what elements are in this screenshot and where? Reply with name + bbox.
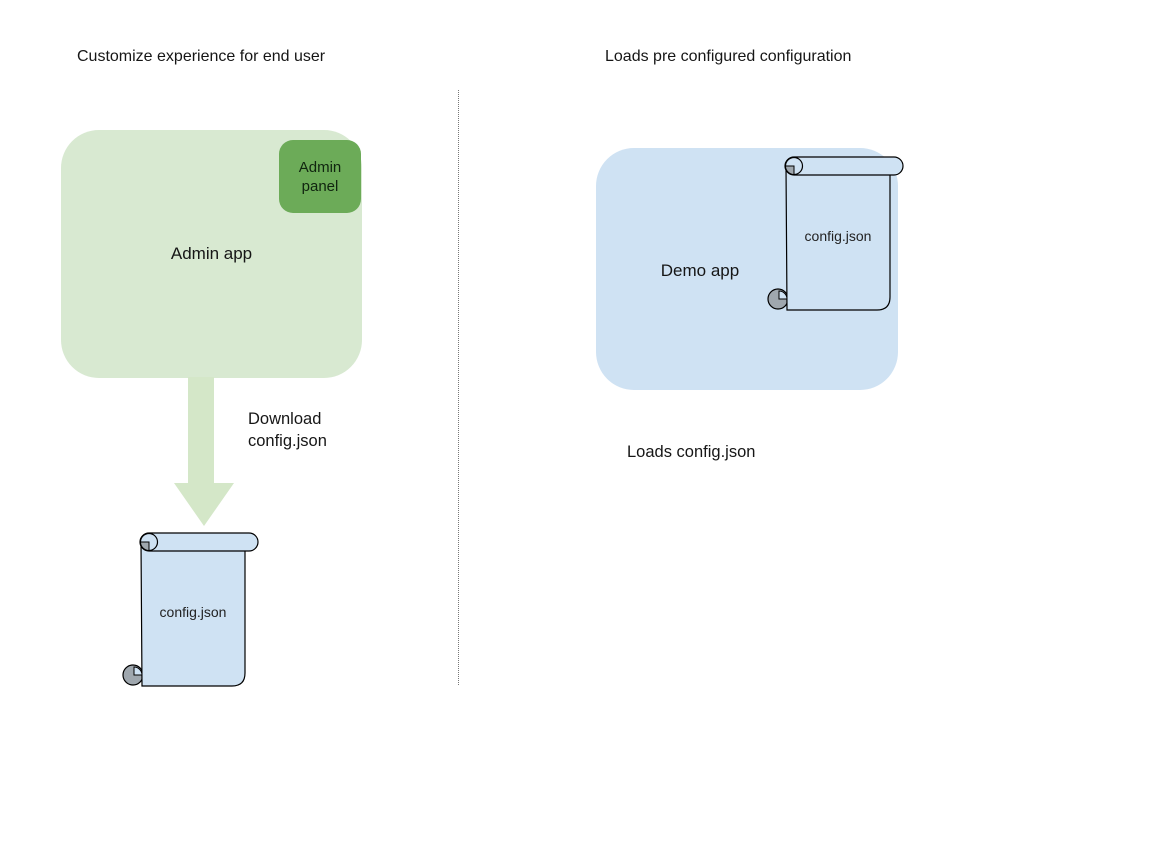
right-section-title: Loads pre configured configuration: [605, 48, 852, 65]
download-config-label-line1: Download: [248, 410, 322, 428]
scroll-body: [140, 541, 246, 687]
section-divider: [458, 90, 459, 685]
admin-app-label: Admin app: [170, 244, 253, 263]
download-config-label: Download config.json: [248, 408, 327, 452]
loads-config-caption: Loads config.json: [627, 443, 756, 461]
config-json-scroll-icon: [767, 156, 904, 311]
download-config-label-line2: config.json: [248, 432, 327, 450]
admin-panel-box: Admin panel: [279, 140, 361, 213]
left-section-title: Customize experience for end user: [77, 48, 326, 65]
arrow-shape: [174, 377, 234, 526]
config-json-file-label: config.json: [159, 604, 227, 620]
scroll-body: [785, 165, 891, 311]
scroll-curl-notch: [778, 290, 788, 300]
scroll-curl-notch: [133, 666, 143, 676]
scroll-top-spiral-shade: [784, 165, 795, 176]
scroll-top-spiral-shade: [139, 541, 150, 552]
config-json-scroll-icon: [122, 532, 259, 687]
demo-app-label: Demo app: [660, 261, 740, 280]
config-json-file-label: config.json: [804, 228, 872, 244]
download-arrow-icon: [174, 377, 234, 526]
admin-panel-label: Admin panel: [298, 158, 342, 195]
